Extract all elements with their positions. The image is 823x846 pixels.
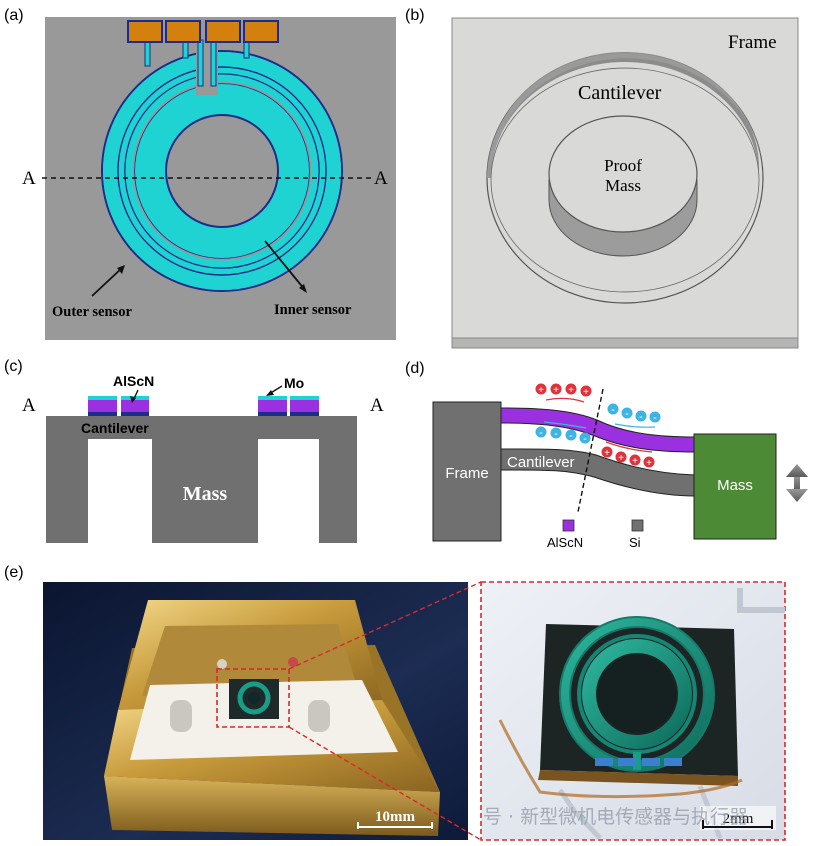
alscn-label: AlScN: [113, 373, 154, 389]
svg-text:+: +: [538, 385, 544, 396]
bond-pad-3: [205, 20, 241, 43]
panel-e-tag: (e): [4, 564, 24, 581]
svg-text:A: A: [22, 395, 36, 416]
bond-pad-2: [165, 20, 201, 43]
mass-block: [693, 433, 777, 540]
frame-side: [451, 337, 799, 349]
package-front: [104, 776, 440, 836]
proof-mass-hole: [165, 114, 279, 228]
svg-text:+: +: [632, 456, 638, 467]
svg-text:A: A: [22, 168, 36, 189]
stack-right-2: [290, 396, 319, 416]
inner-sensor-label: Inner sensor: [274, 302, 352, 318]
svg-text:A: A: [374, 168, 388, 189]
svg-text:-: -: [611, 404, 615, 416]
svg-text:+: +: [646, 458, 652, 469]
minus-charges-bottom: - - - -: [535, 426, 591, 445]
plus-charges-top: + + + +: [535, 383, 592, 398]
svg-text:-: -: [583, 433, 587, 445]
trace-ring: [125, 74, 319, 268]
panel-d: (d) Frame Mass Cantilever + + + + - - - …: [405, 360, 808, 550]
cantilever-label-d: Cantilever: [507, 454, 575, 471]
bond-pad-1: [127, 20, 163, 43]
svg-text:A: A: [370, 395, 384, 416]
svg-text:-: -: [653, 412, 657, 424]
watermark: 号 · 新型微机电传感器与执行器: [483, 806, 748, 828]
panel-e: (e) 10mm: [4, 564, 786, 841]
scale-label-left: 10mm: [375, 809, 415, 825]
frame-block: [432, 401, 502, 542]
svg-text:+: +: [583, 387, 589, 398]
svg-text:+: +: [618, 453, 624, 464]
panel-b-tag: (b): [405, 7, 425, 24]
legend-alscn-swatch: [562, 519, 575, 532]
vibration-arrow: [786, 464, 808, 502]
svg-text:-: -: [639, 411, 643, 423]
svg-text:+: +: [568, 385, 574, 396]
cantilever-label: Cantilever: [578, 82, 662, 104]
panel-d-tag: (d): [405, 360, 425, 377]
svg-text:-: -: [539, 427, 543, 439]
zoom-box: [216, 668, 290, 728]
stack-right-1: [258, 396, 287, 416]
zoom-connector-top: [288, 581, 482, 670]
legend-si-label: Si: [629, 535, 641, 550]
svg-text:-: -: [554, 428, 558, 440]
frame-label-d: Frame: [445, 465, 488, 482]
neutral-axis: [577, 388, 604, 513]
mass-label-c: Mass: [183, 483, 228, 505]
zoom-connector-bottom: [288, 726, 482, 841]
panel-c: (c) A A AlScN Mo Cant: [4, 358, 384, 543]
silicon-structure: [46, 416, 357, 543]
panel-b: (b) Frame Cantilever Proof Mass: [405, 7, 799, 349]
svg-text:-: -: [569, 430, 573, 442]
svg-text:+: +: [553, 385, 559, 396]
plus-charges-bottom: + + + +: [601, 446, 655, 469]
mo-label: Mo: [284, 375, 304, 391]
panel-c-tag: (c): [4, 358, 23, 375]
photo-chip-zoom: 2mm: [480, 581, 786, 841]
legend-si-swatch: [631, 519, 644, 532]
stack-left-1: [88, 396, 117, 416]
inner-ring: [135, 84, 309, 258]
pcb-white: [130, 680, 398, 760]
zoom-frame: [480, 581, 786, 841]
svg-text:+: +: [604, 448, 610, 459]
panel-a: (a) A A Outer sensor Inner sensor: [4, 7, 396, 340]
photo-package: 10mm: [43, 582, 468, 840]
outer-ring-border: [101, 50, 343, 292]
chip-proof-mass: [598, 655, 676, 733]
frame-label: Frame: [728, 32, 777, 53]
scale-label-right: 2mm: [723, 811, 754, 827]
svg-text:-: -: [625, 408, 629, 420]
outer-ring: [103, 52, 341, 290]
minus-charges-top: - - - -: [607, 403, 661, 424]
proof-mass-top: [548, 115, 698, 233]
panel-a-tag: (a): [4, 7, 24, 24]
chip-ring-inner: [582, 639, 692, 749]
mass-label: Mass: [605, 176, 641, 195]
outer-sensor-label: Outer sensor: [52, 304, 132, 320]
legend-alscn-label: AlScN: [547, 535, 583, 550]
cantilever-label-c: Cantilever: [81, 420, 149, 436]
proof-label: Proof: [604, 156, 642, 175]
mass-label-d: Mass: [717, 477, 753, 494]
bond-pad-4: [243, 20, 279, 43]
